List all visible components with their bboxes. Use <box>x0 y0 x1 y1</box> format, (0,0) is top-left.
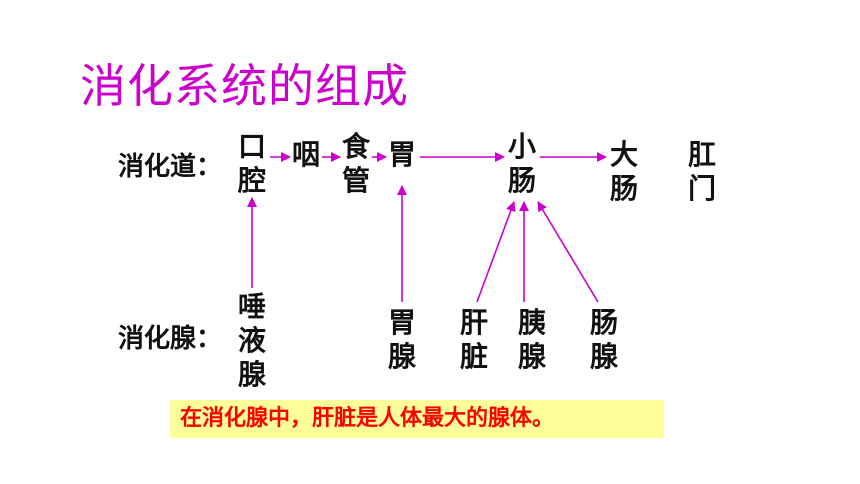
gland-intestinal-char-2: 腺 <box>590 340 619 373</box>
gland-liver-char-1: 肝 <box>460 306 489 339</box>
gland-liver: 肝 脏 <box>460 306 488 374</box>
organ-mouth-char-1: 口 <box>238 130 267 163</box>
note-box: 在消化腺中，肝脏是人体最大的腺体。 <box>170 400 664 438</box>
page-title: 消化系统的组成 <box>80 59 409 113</box>
organ-anus-char-1: 肛 <box>688 138 717 171</box>
organ-anus: 肛 门 <box>688 138 716 206</box>
organ-small-intestine-char-2: 肠 <box>508 164 537 197</box>
gland-salivary: 唾 液 腺 <box>238 290 266 392</box>
organ-pharynx: 咽 <box>292 138 320 172</box>
organ-esophagus-char-1: 食 <box>342 130 371 163</box>
organ-small-intestine-char-1: 小 <box>508 130 537 163</box>
gland-pancreas-char-2: 腺 <box>518 340 547 373</box>
organ-small-intestine: 小 肠 <box>508 130 536 198</box>
gland-intestinal-char-1: 肠 <box>590 306 619 339</box>
organ-mouth-char-2: 腔 <box>238 164 267 197</box>
gland-pancreas: 胰 腺 <box>518 306 546 374</box>
gland-intestinal: 肠 腺 <box>590 306 618 374</box>
organ-pharynx-char-1: 咽 <box>292 138 321 171</box>
organ-large-intestine-char-2: 肠 <box>610 172 639 205</box>
gland-pancreas-char-1: 胰 <box>518 306 547 339</box>
arrow-liver-to-small-intestine <box>476 201 516 303</box>
gland-gastric-char-2: 腺 <box>388 340 417 373</box>
organ-large-intestine: 大 肠 <box>610 138 638 206</box>
digestive-tract-label: 消化道： <box>118 152 223 182</box>
gland-gastric-char-1: 胃 <box>388 306 417 339</box>
organ-esophagus: 食 管 <box>342 130 370 198</box>
organ-stomach: 胃 <box>388 138 416 172</box>
gland-salivary-char-1: 唾 <box>238 290 267 323</box>
organ-esophagus-char-2: 管 <box>342 164 371 197</box>
gland-salivary-char-3: 腺 <box>238 358 267 391</box>
organ-anus-char-2: 门 <box>688 172 717 205</box>
digestive-gland-label: 消化腺： <box>118 324 223 354</box>
gland-gastric: 胃 腺 <box>388 306 416 374</box>
organ-stomach-char-1: 胃 <box>388 138 417 171</box>
gland-salivary-char-2: 液 <box>238 324 267 357</box>
gland-liver-char-2: 脏 <box>460 340 489 373</box>
organ-large-intestine-char-1: 大 <box>610 138 639 171</box>
arrow-intestinal-to-small-intestine <box>537 201 599 303</box>
organ-mouth: 口 腔 <box>238 130 266 198</box>
